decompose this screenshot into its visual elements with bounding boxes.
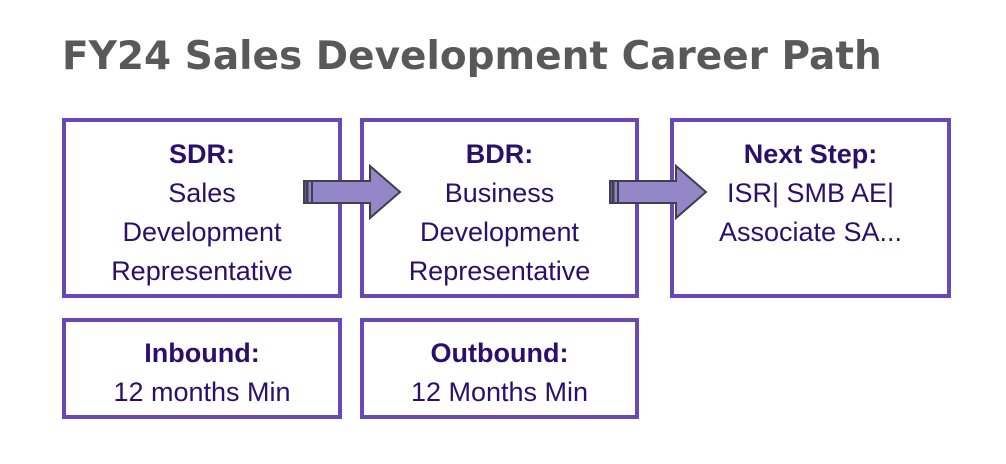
inbound-heading: Inbound: <box>144 338 260 368</box>
next-step-box: Next Step: ISR| SMB AE| Associate SA... <box>670 118 951 298</box>
page-title: FY24 Sales Development Career Path <box>62 34 882 79</box>
sdr-box: SDR: Sales Development Representative <box>62 118 342 298</box>
next-step-heading: Next Step: <box>743 139 878 169</box>
outbound-duration: 12 Months Min <box>410 377 589 407</box>
sdr-line-2: Development <box>122 217 282 247</box>
bdr-line-2: Development <box>419 217 580 247</box>
bdr-line-1: Business <box>444 178 555 208</box>
right-arrow-icon <box>303 163 402 221</box>
arrow-bdr-to-next-step <box>609 163 708 221</box>
sdr-line-3: Representative <box>111 256 293 286</box>
inbound-box: Inbound: 12 months Min <box>62 318 342 419</box>
outbound-heading: Outbound: <box>430 338 569 368</box>
inbound-duration: 12 months Min <box>113 377 291 407</box>
bdr-line-3: Representative <box>408 256 591 286</box>
arrow-sdr-to-bdr <box>303 163 402 221</box>
next-step-line-1: ISR| SMB AE| <box>726 178 895 208</box>
bdr-box: BDR: Business Development Representative <box>360 118 639 298</box>
sdr-heading: SDR: <box>169 139 235 169</box>
outbound-box: Outbound: 12 Months Min <box>360 318 639 419</box>
next-step-line-2: Associate SA... <box>718 217 903 247</box>
bdr-heading: BDR: <box>465 139 534 169</box>
sdr-line-1: Sales <box>168 178 236 208</box>
right-arrow-icon <box>609 163 708 221</box>
